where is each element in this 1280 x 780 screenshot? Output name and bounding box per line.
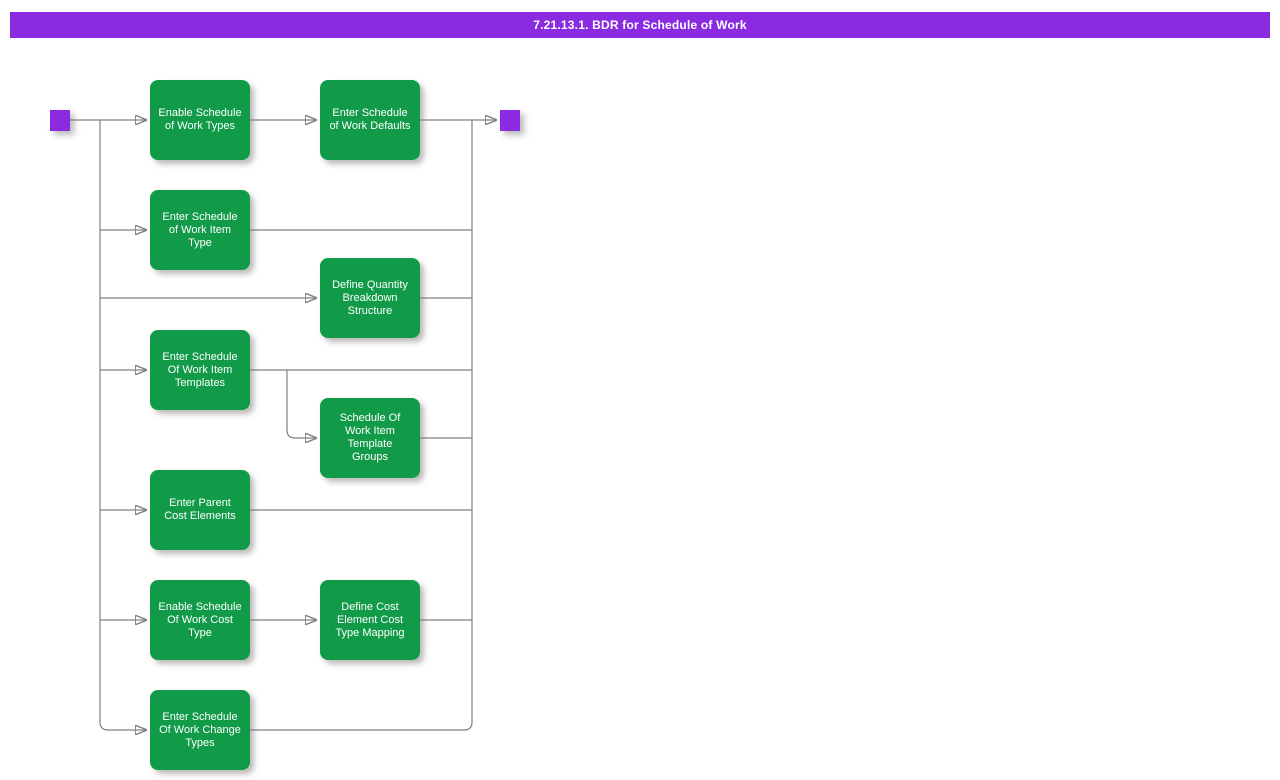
edge-branch-to-template-groups — [286, 370, 316, 438]
activity-enter-schedule-of-work-item-templates: Enter Schedule Of Work Item Templates — [150, 330, 250, 410]
edge-trunk-to-change-types — [99, 120, 146, 730]
diagram-title-bar: 7.21.13.1. BDR for Schedule of Work — [10, 12, 1270, 38]
activity-enter-schedule-of-work-item-type: Enter Schedule of Work Item Type — [150, 190, 250, 270]
start-marker — [50, 110, 70, 131]
activity-define-quantity-breakdown-structure: Define Quantity Breakdown Structure — [320, 258, 420, 338]
activity-define-cost-element-cost-type-mapping: Define Cost Element Cost Type Mapping — [320, 580, 420, 660]
end-marker — [500, 110, 520, 131]
activity-enter-schedule-of-work-change-types: Enter Schedule Of Work Change Types — [150, 690, 250, 770]
activity-enter-parent-cost-elements: Enter Parent Cost Elements — [150, 470, 250, 550]
activity-schedule-of-work-item-template-groups: Schedule Of Work Item Template Groups — [320, 398, 420, 478]
activity-enable-schedule-of-work-types: Enable Schedule of Work Types — [150, 80, 250, 160]
activity-enter-schedule-of-work-defaults: Enter Schedule of Work Defaults — [320, 80, 420, 160]
edge-merge-vertical — [250, 120, 473, 731]
activity-enable-schedule-of-work-cost-type: Enable Schedule Of Work Cost Type — [150, 580, 250, 660]
